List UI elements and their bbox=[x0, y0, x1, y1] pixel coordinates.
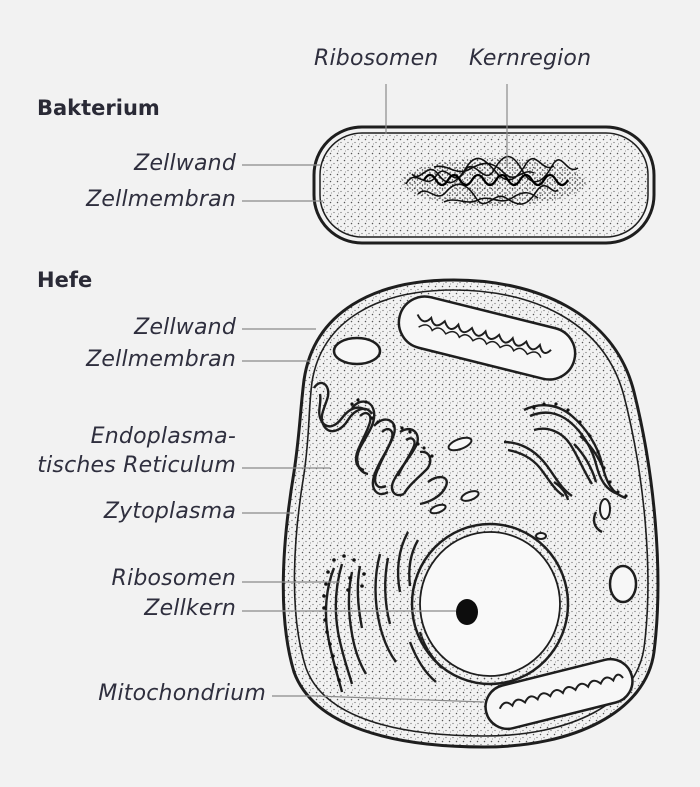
heading-hefe: Hefe bbox=[37, 268, 92, 292]
label-hefe-ribosomen: Ribosomen bbox=[112, 567, 236, 591]
nucleus bbox=[412, 524, 568, 684]
nucleolus bbox=[456, 599, 478, 625]
label-bakterium-zellwand: Zellwand bbox=[134, 152, 236, 176]
label-hefe-zellkern: Zellkern bbox=[144, 597, 236, 621]
label-hefe-zellwand: Zellwand bbox=[134, 316, 236, 340]
vacuole-small-right bbox=[610, 566, 636, 602]
label-bakterium-zellmembran: Zellmembran bbox=[86, 188, 236, 212]
label-hefe-mitochondrium: Mitochondrium bbox=[98, 682, 266, 706]
label-hefe-er-line1: Endoplasma- bbox=[91, 425, 236, 449]
heading-bakterium: Bakterium bbox=[37, 96, 160, 120]
label-bakterium-kernregion: Kernregion bbox=[469, 47, 591, 71]
yeast-cell bbox=[283, 280, 658, 747]
bacterium-cell bbox=[314, 127, 654, 243]
figure-panel: Ribosomen Kernregion Bakterium Zellwand … bbox=[14, 12, 684, 752]
label-hefe-zytoplasma: Zytoplasma bbox=[104, 500, 236, 524]
label-bakterium-ribosomen: Ribosomen bbox=[314, 47, 438, 71]
vacuole-small-top bbox=[334, 338, 380, 364]
label-hefe-er-line2: tisches Reticulum bbox=[37, 454, 236, 478]
cell-diagram bbox=[14, 12, 684, 752]
label-hefe-zellmembran: Zellmembran bbox=[86, 348, 236, 372]
